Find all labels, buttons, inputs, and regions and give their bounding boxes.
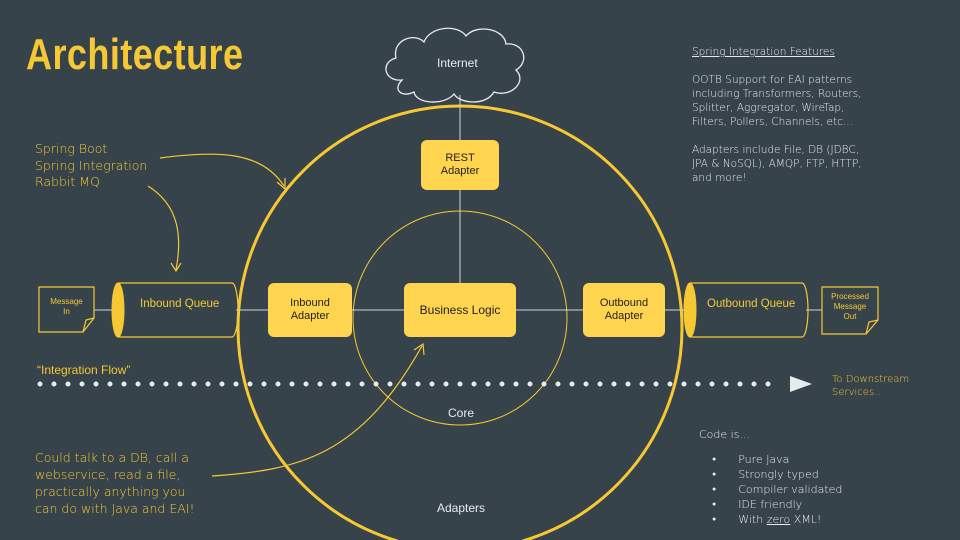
tech-stack-item: Rabbit MQ bbox=[35, 174, 100, 189]
outbound-queue-cylinder bbox=[683, 282, 809, 338]
downstream-label: To Downstream Services.. bbox=[832, 374, 910, 398]
code-item: Pure Java bbox=[712, 453, 842, 468]
tech-stack-list: Spring Boot Spring Integration Rabbit MQ bbox=[35, 141, 147, 191]
message-in-note bbox=[38, 286, 95, 333]
tech-stack-item: Spring Integration bbox=[35, 157, 148, 173]
message-in-label: Message In bbox=[50, 297, 83, 316]
internet-cloud-icon bbox=[385, 27, 525, 103]
business-logic-box: Business Logic bbox=[404, 283, 516, 337]
outbound-adapter-box: Outbound Adapter bbox=[583, 283, 665, 337]
rest-adapter-box: REST Adapter bbox=[421, 140, 499, 190]
code-item: IDE friendly bbox=[712, 498, 842, 513]
outbound-adapter-label: Outbound Adapter bbox=[599, 297, 649, 322]
callout-text: Could talk to a DB, call a webservice, r… bbox=[35, 450, 195, 516]
inbound-adapter-box: Inbound Adapter bbox=[268, 283, 352, 337]
processed-message-out-label: Processed Message Out bbox=[831, 292, 869, 321]
code-item: Compiler validated bbox=[712, 483, 842, 498]
code-item: Strongly typed bbox=[712, 468, 842, 483]
outbound-queue-label: Outbound Queue bbox=[707, 298, 796, 310]
features-heading: Spring Integration Features bbox=[692, 46, 835, 58]
integration-flow-label: “Integration Flow” bbox=[37, 363, 131, 377]
arrow-techstack-to-inbound bbox=[147, 185, 180, 271]
inbound-queue-label: Inbound Queue bbox=[140, 298, 220, 310]
code-item: With zero XML! bbox=[712, 513, 842, 528]
core-label: Core bbox=[448, 406, 475, 420]
inbound-adapter-label: Inbound Adapter bbox=[290, 297, 330, 322]
business-logic-label: Business Logic bbox=[419, 302, 501, 317]
page-title: Architecture bbox=[26, 30, 244, 79]
zero-emphasis: zero bbox=[766, 513, 791, 526]
features-para-eai: OOTB Support for EAI patterns including … bbox=[692, 74, 862, 128]
internet-label: Internet bbox=[437, 56, 478, 70]
arrow-techstack-to-adapters bbox=[159, 153, 285, 187]
rest-adapter-label: REST Adapter bbox=[440, 152, 480, 177]
code-heading: Code is... bbox=[699, 428, 750, 441]
arrow-callout-to-logic bbox=[211, 345, 423, 477]
processed-out-note bbox=[821, 286, 879, 335]
inbound-queue-cylinder bbox=[111, 282, 239, 338]
code-list: Pure Java Strongly typed Compiler valida… bbox=[712, 453, 842, 528]
adapters-label: Adapters bbox=[437, 501, 486, 515]
tech-stack-item: Spring Boot bbox=[35, 141, 108, 156]
integration-flow-arrowhead bbox=[790, 376, 812, 392]
features-para-adapters: Adapters include File, DB (JDBC, JPA & N… bbox=[692, 144, 862, 184]
